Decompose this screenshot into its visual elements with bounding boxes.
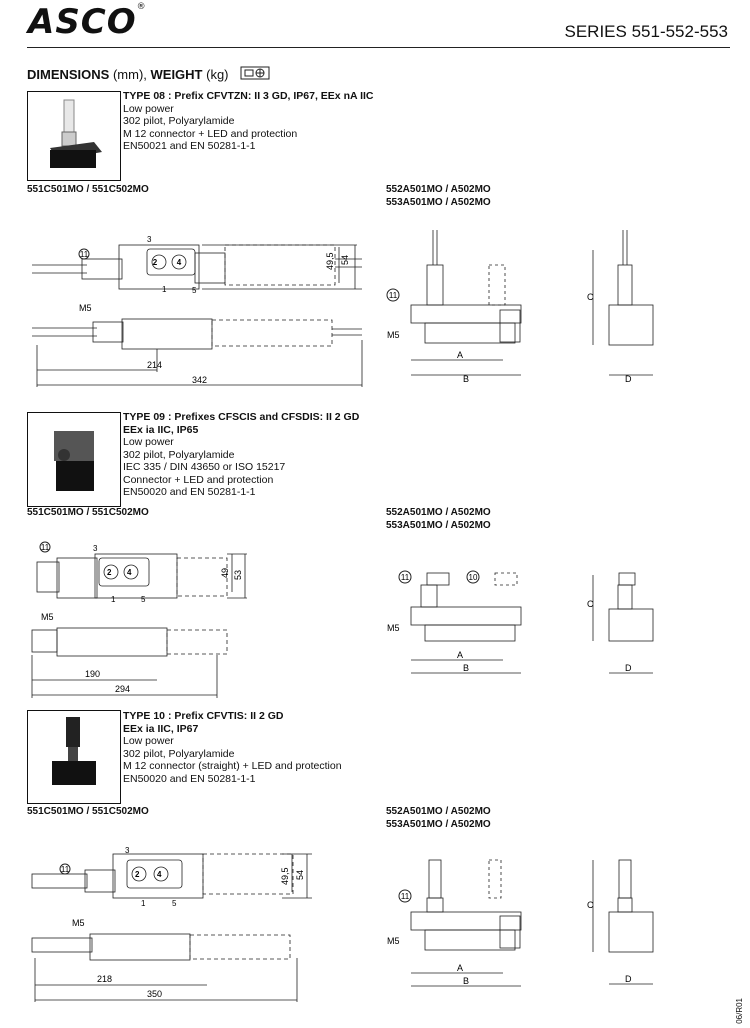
svg-text:3: 3 [125, 846, 130, 855]
type10-photo [27, 710, 121, 804]
svg-text:D: D [625, 374, 632, 384]
svg-text:D: D [625, 974, 632, 984]
svg-text:54: 54 [340, 255, 350, 265]
type09-title: TYPE 09 : Prefixes CFSCIS and CFSDIS: II… [123, 411, 360, 423]
svg-text:53: 53 [233, 570, 243, 580]
svg-text:1: 1 [141, 899, 146, 908]
svg-text:350: 350 [147, 989, 162, 999]
type09-side-drawing: 11 2 4 3 1 5 M5 190 294 49 53 [31, 541, 247, 698]
type08-side-drawing: 11 2 4 3 1 5 M5 214 342 49,5 54 [32, 235, 363, 387]
type09-manifold-drawing: 11 10 M5 A B [387, 570, 522, 674]
svg-text:M5: M5 [41, 612, 54, 622]
type10-description: TYPE 10 : Prefix CFVTIS: II 2 GD EEx ia … [123, 710, 342, 785]
type10-model-left: 551C501MO / 551C502MO [27, 806, 149, 817]
svg-text:4: 4 [177, 258, 182, 267]
svg-text:B: B [463, 374, 469, 384]
svg-text:C: C [587, 292, 594, 302]
svg-text:342: 342 [192, 375, 207, 385]
type10-model-right: 552A501MO / A502MO 553A501MO / A502MO [386, 806, 491, 830]
svg-text:A: A [457, 350, 463, 360]
type08-end-drawing: C D [587, 230, 654, 384]
svg-text:49,5: 49,5 [280, 867, 290, 885]
svg-text:218: 218 [97, 974, 112, 984]
svg-text:M5: M5 [387, 936, 400, 946]
svg-text:1: 1 [162, 285, 167, 294]
section-heading: DIMENSIONS (mm), WEIGHT (kg) [27, 67, 229, 82]
type09-model-left: 551C501MO / 551C502MO [27, 507, 149, 518]
svg-text:5: 5 [192, 286, 197, 295]
svg-text:4: 4 [157, 870, 162, 879]
svg-text:M5: M5 [387, 330, 400, 340]
series-title: SERIES 551-552-553 [564, 22, 729, 41]
svg-text:10: 10 [469, 573, 478, 582]
svg-text:5: 5 [141, 595, 146, 604]
svg-text:49,5: 49,5 [325, 252, 335, 270]
svg-text:B: B [463, 976, 469, 986]
svg-text:M5: M5 [387, 623, 400, 633]
type09-model-right: 552A501MO / A502MO 553A501MO / A502MO [386, 507, 491, 531]
svg-text:3: 3 [93, 544, 98, 553]
svg-text:5: 5 [172, 899, 177, 908]
asco-logo: ASCO® [28, 2, 147, 42]
svg-text:C: C [587, 900, 594, 910]
document-code: 06/R01 [735, 998, 744, 1024]
svg-text:1: 1 [111, 595, 116, 604]
header-rule [27, 47, 730, 48]
svg-text:11: 11 [41, 543, 50, 552]
svg-text:C: C [587, 599, 594, 609]
type10-end-drawing: C D [587, 859, 654, 985]
svg-text:2: 2 [107, 568, 112, 577]
weight-symbol-icon [240, 66, 270, 80]
svg-text:2: 2 [153, 258, 158, 267]
svg-text:3: 3 [147, 235, 152, 244]
type09-description: TYPE 09 : Prefixes CFSCIS and CFSDIS: II… [123, 411, 360, 498]
type08-title: TYPE 08 : Prefix CFVTZN: II 3 GD, IP67, … [123, 90, 374, 102]
svg-text:2: 2 [135, 870, 140, 879]
svg-text:11: 11 [61, 865, 70, 874]
type08-photo [27, 91, 121, 181]
type08-description: TYPE 08 : Prefix CFVTZN: II 3 GD, IP67, … [123, 90, 374, 152]
svg-text:11: 11 [389, 291, 398, 300]
svg-text:49: 49 [220, 568, 230, 578]
type08-manifold-drawing: 11 M5 A B [386, 230, 522, 384]
svg-text:54: 54 [295, 870, 305, 880]
type09-photo [27, 412, 121, 507]
type09-end-drawing: C D [587, 572, 654, 674]
svg-text:11: 11 [401, 573, 410, 582]
svg-text:D: D [625, 663, 632, 673]
svg-text:11: 11 [80, 250, 89, 259]
type10-manifold-drawing: 11 M5 A B [387, 859, 522, 987]
svg-text:B: B [463, 663, 469, 673]
svg-text:11: 11 [401, 892, 410, 901]
type10-title: TYPE 10 : Prefix CFVTIS: II 2 GD [123, 710, 284, 722]
svg-text:214: 214 [147, 360, 162, 370]
type10-side-drawing: 11 2 4 3 1 5 M5 218 350 49,5 54 [31, 846, 312, 1002]
svg-text:294: 294 [115, 684, 130, 694]
svg-text:A: A [457, 963, 463, 973]
type08-model-right: 552A501MO / A502MO 553A501MO / A502MO [386, 184, 491, 208]
svg-text:4: 4 [127, 568, 132, 577]
svg-text:M5: M5 [79, 303, 92, 313]
svg-text:M5: M5 [72, 918, 85, 928]
svg-text:190: 190 [85, 669, 100, 679]
type08-model-left: 551C501MO / 551C502MO [27, 184, 149, 195]
svg-text:A: A [457, 650, 463, 660]
